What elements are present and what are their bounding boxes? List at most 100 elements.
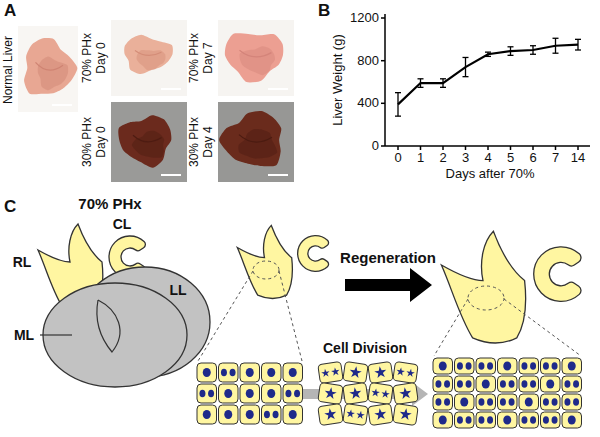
cell	[219, 384, 239, 403]
cell	[519, 376, 539, 392]
error-cap	[463, 76, 469, 77]
nucleus	[487, 362, 493, 370]
x-tick	[420, 146, 422, 150]
process-label: Cell Division	[323, 340, 407, 356]
cell	[455, 358, 475, 374]
cell	[498, 376, 518, 392]
cell	[343, 403, 368, 425]
error-cap	[508, 46, 514, 47]
photo-background	[218, 20, 294, 96]
cell	[562, 412, 582, 428]
photo-caption: Normal Liver	[2, 36, 16, 104]
cell-body	[455, 394, 475, 410]
remnant-liver	[237, 225, 328, 298]
cell-body	[240, 363, 260, 382]
error-cap	[395, 115, 401, 116]
nucleus	[482, 380, 490, 389]
tick-label: 2	[439, 151, 446, 166]
cell-body	[455, 412, 475, 428]
regeneration-arrow	[345, 268, 432, 302]
lobe-notch	[97, 300, 120, 352]
cell-body	[262, 363, 282, 382]
cell	[519, 394, 539, 410]
photo-background	[218, 102, 294, 182]
nucleus	[573, 380, 579, 388]
nucleus	[487, 416, 493, 424]
y-axis	[384, 14, 386, 146]
scale-bar	[52, 104, 72, 106]
error-cap	[440, 87, 446, 88]
lobe-label: CL	[113, 216, 132, 232]
nucleus	[435, 398, 441, 406]
tick-label: 800	[357, 53, 379, 68]
cell	[343, 361, 368, 383]
mitotic-nucleus	[399, 386, 413, 399]
liver-photo	[18, 26, 78, 112]
x-tick	[555, 146, 557, 150]
y-tick	[381, 17, 385, 19]
axis-title: Liver Weight (g)	[331, 34, 346, 126]
nucleus	[246, 368, 254, 377]
nucleus	[509, 380, 515, 388]
liver-shading	[239, 46, 275, 75]
nucleus	[552, 398, 558, 406]
cell-body	[318, 382, 343, 404]
cell-body	[562, 376, 582, 392]
cell-body	[476, 358, 496, 374]
mitotic-nucleus	[349, 365, 363, 378]
cell-body	[368, 403, 393, 425]
whole-liver	[38, 224, 210, 387]
nucleus	[457, 362, 463, 370]
scale-bar	[268, 174, 288, 176]
cell-body	[433, 394, 453, 410]
cell	[519, 358, 539, 374]
lobe-edge	[240, 50, 272, 57]
nucleus	[573, 398, 579, 406]
nucleus	[466, 416, 472, 424]
liver-specimen	[124, 35, 173, 74]
error-cap	[418, 78, 424, 79]
cell-body	[343, 382, 368, 404]
cell-body	[197, 384, 217, 403]
cell-body	[393, 361, 418, 383]
division-arrow	[300, 382, 428, 406]
cell	[476, 376, 496, 392]
nucleus	[224, 410, 232, 419]
nucleus	[478, 362, 484, 370]
error-cap	[463, 57, 469, 58]
cell-body	[519, 358, 539, 374]
cell-body	[541, 394, 561, 410]
cell	[433, 412, 453, 428]
cell	[368, 361, 393, 383]
cell	[393, 403, 418, 425]
cell-body	[318, 361, 343, 383]
nucleus	[487, 398, 493, 406]
cell	[343, 382, 368, 404]
cell-body	[519, 394, 539, 410]
mitotic-nucleus	[349, 386, 363, 399]
cell-body	[498, 412, 518, 428]
lobe-label: RL	[13, 254, 32, 270]
photo-caption: 30% PHx Day 0	[81, 113, 109, 171]
cell-body	[519, 412, 539, 428]
cell	[393, 382, 418, 404]
liver-photo	[111, 102, 187, 182]
nucleus	[521, 362, 527, 370]
nucleus	[564, 398, 570, 406]
line-chart	[381, 14, 590, 150]
lobe-edge	[36, 62, 64, 70]
scale-bar	[161, 88, 181, 90]
photo-background	[111, 20, 187, 96]
mitotic-nucleus	[321, 368, 330, 377]
nucleus	[457, 416, 463, 424]
panel-letter: C	[4, 197, 16, 217]
x-tick	[442, 146, 444, 150]
nucleus	[457, 380, 463, 388]
cell	[433, 358, 453, 374]
y-tick	[381, 145, 385, 147]
tick-label: 6	[529, 151, 536, 166]
regenerated-grid	[433, 358, 582, 428]
cell	[498, 394, 518, 410]
nucleus	[246, 410, 254, 419]
zoom-line	[198, 271, 253, 361]
